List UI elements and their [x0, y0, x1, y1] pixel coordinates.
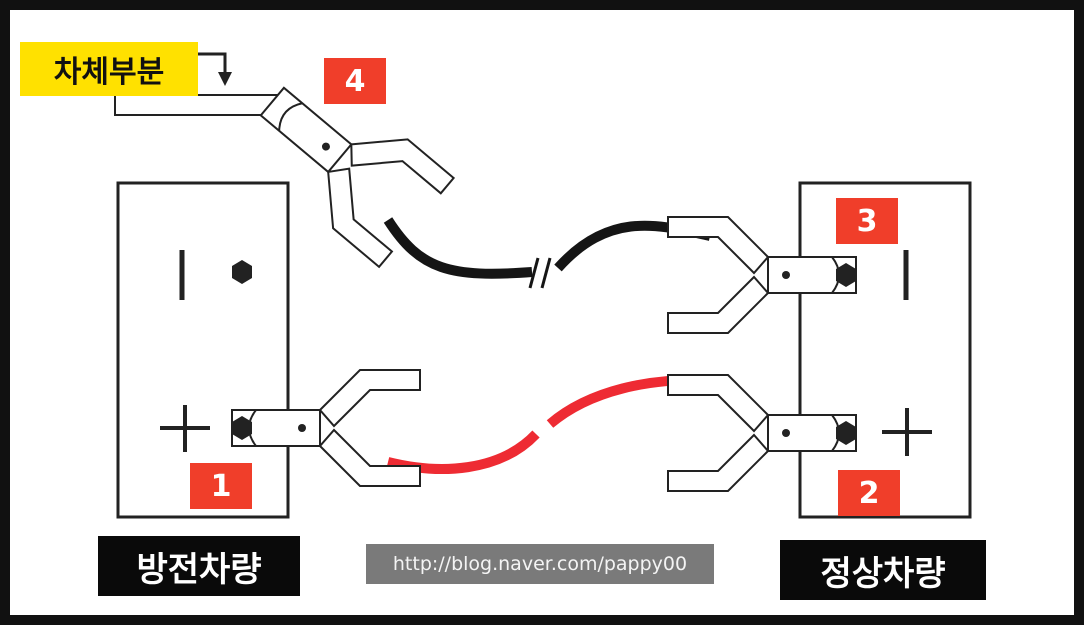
step-3-badge: 3 [836, 198, 898, 244]
negative-cable-a [383, 217, 533, 279]
step-4-badge: 4 [324, 58, 386, 104]
positive-cable-a [386, 430, 540, 474]
cable-break-mark [528, 257, 540, 289]
chassis-bar [114, 94, 281, 116]
jump-start-diagram [114, 52, 972, 519]
discharged-battery [116, 181, 290, 519]
watermark-url: http://blog.naver.com/pappy00 [366, 544, 714, 584]
discharged-car-label: 방전차량 [98, 536, 300, 596]
diagram-frame: 차체부분 4 3 1 2 방전차량 정상차량 http://blog.naver… [10, 10, 1074, 615]
step-1-badge: 1 [190, 463, 252, 509]
normal-car-label: 정상차량 [780, 540, 986, 600]
chassis-label: 차체부분 [20, 42, 198, 96]
step-2-badge: 2 [838, 470, 900, 516]
arrow-head [218, 72, 232, 86]
arrow-down-icon [195, 52, 227, 76]
cable-break-mark-2 [540, 257, 552, 289]
